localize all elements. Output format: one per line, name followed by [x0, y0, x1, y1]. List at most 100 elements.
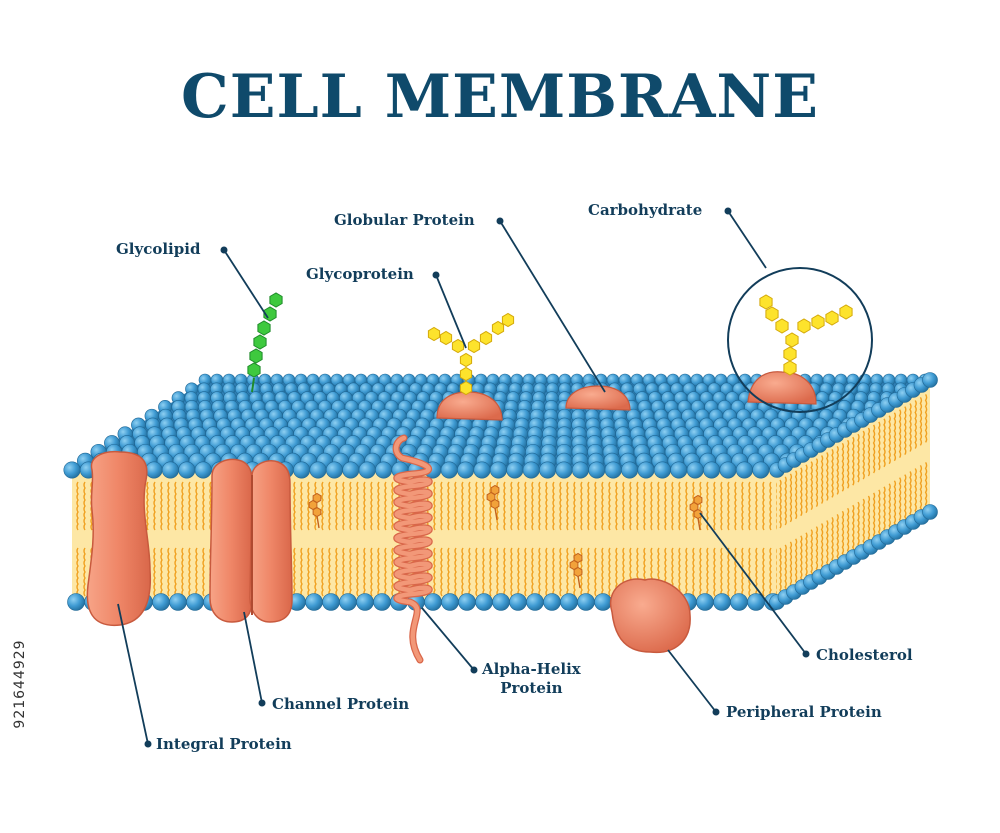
- lipid-tail: [83, 547, 86, 597]
- lipid-tail: [846, 439, 850, 489]
- lipid-tail: [851, 436, 855, 486]
- lipid-tail: [314, 547, 317, 597]
- phospholipid-head: [653, 461, 671, 479]
- lipid-tail: [608, 481, 611, 531]
- phospholipid-head: [509, 593, 527, 611]
- lipid-tail: [384, 547, 387, 597]
- lipid-tail: [608, 547, 611, 597]
- leader-integral: [117, 603, 149, 745]
- lipid-tail: [831, 449, 834, 498]
- lipid-tail: [195, 547, 198, 597]
- lipid-tail: [857, 501, 860, 551]
- lipid-tail: [510, 481, 513, 531]
- hexagon-ring: [797, 318, 811, 334]
- lipid-tail: [685, 547, 688, 597]
- leader-cholesterol: [699, 512, 807, 655]
- lipid-tail: [815, 526, 819, 575]
- phospholipid-head: [309, 461, 327, 479]
- lipid-tail: [188, 547, 191, 597]
- phospholipid-head: [473, 461, 491, 479]
- hexagon-ring: [249, 348, 263, 364]
- hexagon-ring: [269, 292, 283, 308]
- lipid-tail: [356, 481, 359, 531]
- phospholipid-head: [735, 461, 753, 479]
- lipid-tail: [559, 547, 562, 597]
- lipid-tail: [440, 481, 443, 531]
- leader-globular: [499, 220, 606, 393]
- phospholipid-head: [922, 372, 938, 388]
- leader-glycoprotein: [435, 274, 467, 349]
- phospholipid-head: [560, 593, 578, 611]
- label-cholesterol: Cholesterol: [816, 646, 913, 664]
- lipid-tail: [349, 481, 352, 531]
- dot-peripheral: [712, 708, 720, 716]
- label-integral-protein: Integral Protein: [156, 735, 292, 753]
- lipid-tail: [799, 535, 803, 585]
- lipid-tail: [342, 547, 345, 597]
- lipid-tail: [867, 495, 871, 545]
- phospholipid-head: [922, 504, 938, 520]
- lipid-tail: [461, 481, 464, 531]
- lipid-tail: [820, 455, 824, 504]
- lipid-tail: [475, 547, 478, 597]
- lipid-tail: [482, 547, 485, 597]
- lipid-tail: [810, 461, 813, 511]
- lipid-tail: [657, 481, 660, 531]
- lipid-tail: [328, 481, 331, 531]
- glycolipid-chain: [247, 292, 283, 393]
- hexagon-ring: [490, 498, 500, 510]
- lipid-tail: [167, 481, 170, 531]
- glycolipid-stem: [251, 377, 255, 393]
- lipid-tail: [153, 481, 156, 531]
- lipid-tail: [919, 465, 923, 514]
- phospholipid-head: [594, 593, 612, 611]
- phospholipid-heads-side: [769, 372, 938, 610]
- lipid-tail: [594, 547, 597, 597]
- hexagon-ring: [467, 338, 481, 354]
- lipid-tail: [202, 547, 205, 597]
- lipid-tail: [615, 481, 618, 531]
- cholesterol-molecules: [308, 484, 703, 589]
- lipid-tail: [321, 481, 324, 531]
- lipid-tail: [909, 471, 912, 520]
- phospholipid-head: [492, 593, 510, 611]
- lipid-tail: [503, 481, 506, 531]
- lipid-tail: [566, 481, 569, 531]
- leader-peripheral: [667, 649, 717, 713]
- hexagon-ring: [825, 310, 839, 326]
- lipid-tail: [349, 547, 352, 597]
- phospholipid-head: [358, 461, 376, 479]
- phospholipid-head: [325, 461, 343, 479]
- phospholipid-head: [457, 461, 475, 479]
- lipid-tail: [342, 481, 345, 531]
- lipid-tail: [789, 473, 793, 523]
- stock-id-text: 921644929: [12, 639, 28, 729]
- phospholipid-head: [194, 461, 212, 479]
- phospholipid-head: [604, 461, 622, 479]
- lipid-tail: [755, 481, 758, 531]
- channel-protein: [209, 458, 293, 623]
- lipid-tail: [76, 481, 79, 531]
- lipid-tail: [307, 547, 310, 597]
- lipid-tail: [174, 481, 177, 531]
- lipid-tail: [741, 481, 744, 531]
- lipid-tail: [779, 479, 782, 529]
- helix-coil: [393, 435, 432, 663]
- dot-carbohydrate: [724, 207, 732, 215]
- lipid-tail: [734, 547, 737, 597]
- lipid-tail: [867, 427, 871, 477]
- lipid-tail: [566, 547, 569, 597]
- hexagon-ring: [501, 312, 515, 328]
- lipid-tail: [454, 481, 457, 531]
- lipid-tail: [587, 481, 590, 531]
- lipid-tail: [727, 481, 730, 531]
- leader-alpha-helix: [421, 607, 475, 671]
- lipid-tail: [461, 547, 464, 597]
- phospholipid-head: [458, 593, 476, 611]
- hexagon-ring: [253, 334, 267, 350]
- phospholipid-head: [161, 461, 179, 479]
- lipid-tail: [363, 547, 366, 597]
- lipid-tail: [496, 547, 499, 597]
- lipid-tail: [293, 481, 296, 531]
